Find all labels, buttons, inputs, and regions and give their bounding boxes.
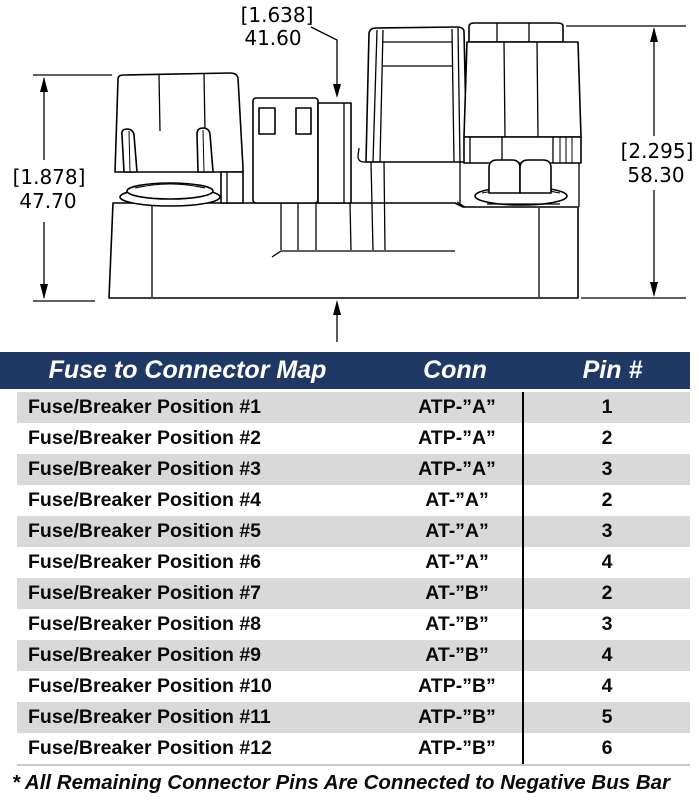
cell-conn: ATP-”B”: [418, 675, 496, 697]
footnote: * All Remaining Connector Pins Are Conne…: [12, 771, 671, 794]
table-row: Fuse/Breaker Position #6 AT-”A” 4: [17, 547, 690, 578]
dimension-left-inches: [1.878]: [13, 165, 86, 189]
cell-position: Fuse/Breaker Position #5: [28, 520, 262, 542]
fuse-block-drawing: [1.638] 41.60 [1.878] 47.70: [0, 0, 699, 350]
relay-window-left: [258, 107, 276, 135]
left-fuse: [114, 72, 244, 207]
cell-pin: 3: [522, 454, 690, 485]
arrowhead-up-icon: [40, 77, 48, 92]
arrowhead-down-icon: [650, 282, 658, 297]
cell-conn: AT-”A”: [425, 551, 489, 573]
cell-position: Fuse/Breaker Position #9: [28, 644, 262, 666]
table-row: Fuse/Breaker Position #4 AT-”A” 2: [17, 485, 690, 516]
dimension-right-mm: 58.30: [627, 163, 684, 187]
relay: [252, 97, 352, 251]
arrowhead-down-icon: [333, 84, 341, 98]
table-row: Fuse/Breaker Position #11 ATP-”B” 5: [17, 702, 690, 733]
dimension-top-inches: [1.638]: [241, 3, 314, 27]
cell-position: Fuse/Breaker Position #12: [28, 737, 272, 759]
fuse-connector-table: Fuse to Connector Map Conn Pin # Fuse/Br…: [0, 352, 699, 766]
column-header-fuse-map: Fuse to Connector Map: [48, 356, 327, 384]
arrowhead-down-icon: [40, 284, 48, 299]
cell-conn: ATP-”A”: [418, 427, 496, 449]
cell-conn: AT-”A”: [425, 520, 489, 542]
stud-nut: [488, 159, 521, 194]
arrowhead-up-icon: [650, 27, 658, 42]
table-row: Fuse/Breaker Position #10 ATP-”B” 4: [17, 671, 690, 702]
breaker-body: [463, 41, 582, 138]
cell-conn: AT-”B”: [425, 582, 489, 604]
arrowhead-up-icon: [333, 300, 341, 315]
dimension-right: [2.295] 58.30: [566, 25, 694, 299]
table-row: Fuse/Breaker Position #5 AT-”A” 3: [17, 516, 690, 547]
cell-pin: 4: [522, 671, 690, 702]
bottom-reference-arrow: [333, 300, 341, 342]
cell-pin: 3: [522, 609, 690, 640]
cell-position: Fuse/Breaker Position #3: [28, 458, 262, 480]
cell-pin: 2: [522, 423, 690, 454]
table-row: Fuse/Breaker Position #1 ATP-”A” 1: [17, 392, 690, 423]
dimension-top-mm: 41.60: [244, 26, 301, 50]
cell-conn: AT-”A”: [425, 489, 489, 511]
relay-window-right: [295, 107, 312, 135]
right-breaker: [463, 22, 582, 207]
table-row: Fuse/Breaker Position #8 AT-”B” 3: [17, 609, 690, 640]
breaker-cap: [468, 22, 564, 43]
dimension-right-inches: [2.295]: [621, 139, 694, 163]
cell-position: Fuse/Breaker Position #4: [28, 489, 262, 511]
cell-conn: AT-”B”: [425, 613, 489, 635]
cell-conn: ATP-”B”: [418, 706, 496, 728]
cell-conn: ATP-”B”: [418, 737, 496, 759]
cell-conn: ATP-”A”: [418, 396, 496, 418]
dimension-left-mm: 47.70: [19, 189, 76, 213]
cell-pin: 3: [522, 516, 690, 547]
table-row: Fuse/Breaker Position #2 ATP-”A” 2: [17, 423, 690, 454]
table-row: Fuse/Breaker Position #7 AT-”B” 2: [17, 578, 690, 609]
cell-pin: 6: [522, 733, 690, 764]
table-row: Fuse/Breaker Position #12 ATP-”B” 6: [17, 733, 690, 764]
cell-conn: AT-”B”: [425, 644, 489, 666]
table-row: Fuse/Breaker Position #3 ATP-”A” 3: [17, 454, 690, 485]
fuse-block-svg: [1.638] 41.60 [1.878] 47.70: [13, 3, 694, 342]
cell-pin: 5: [522, 702, 690, 733]
cell-pin: 2: [522, 578, 690, 609]
cell-position: Fuse/Breaker Position #6: [28, 551, 262, 573]
mounting-bracket: [357, 26, 468, 251]
cell-position: Fuse/Breaker Position #11: [28, 706, 271, 728]
column-header-pin: Pin #: [582, 356, 643, 384]
table-header-row: Fuse to Connector Map Conn Pin #: [0, 352, 690, 389]
cell-pin: 2: [522, 485, 690, 516]
column-header-conn: Conn: [423, 356, 487, 384]
table-body: Fuse/Breaker Position #1 ATP-”A” 1 Fuse/…: [17, 392, 690, 766]
cell-position: Fuse/Breaker Position #2: [28, 427, 262, 449]
table-row: Fuse/Breaker Position #9 AT-”B” 4: [17, 640, 690, 671]
cell-conn: ATP-”A”: [418, 458, 496, 480]
dimension-left: [1.878] 47.70: [13, 74, 112, 302]
cell-pin: 1: [522, 392, 690, 423]
dimension-top: [1.638] 41.60: [241, 3, 341, 98]
cell-position: Fuse/Breaker Position #1: [28, 396, 262, 418]
cell-position: Fuse/Breaker Position #10: [28, 675, 272, 697]
cell-position: Fuse/Breaker Position #7: [28, 582, 262, 604]
cell-pin: 4: [522, 547, 690, 578]
cell-position: Fuse/Breaker Position #8: [28, 613, 262, 635]
cell-pin: 4: [522, 640, 690, 671]
base-block: [108, 201, 579, 299]
